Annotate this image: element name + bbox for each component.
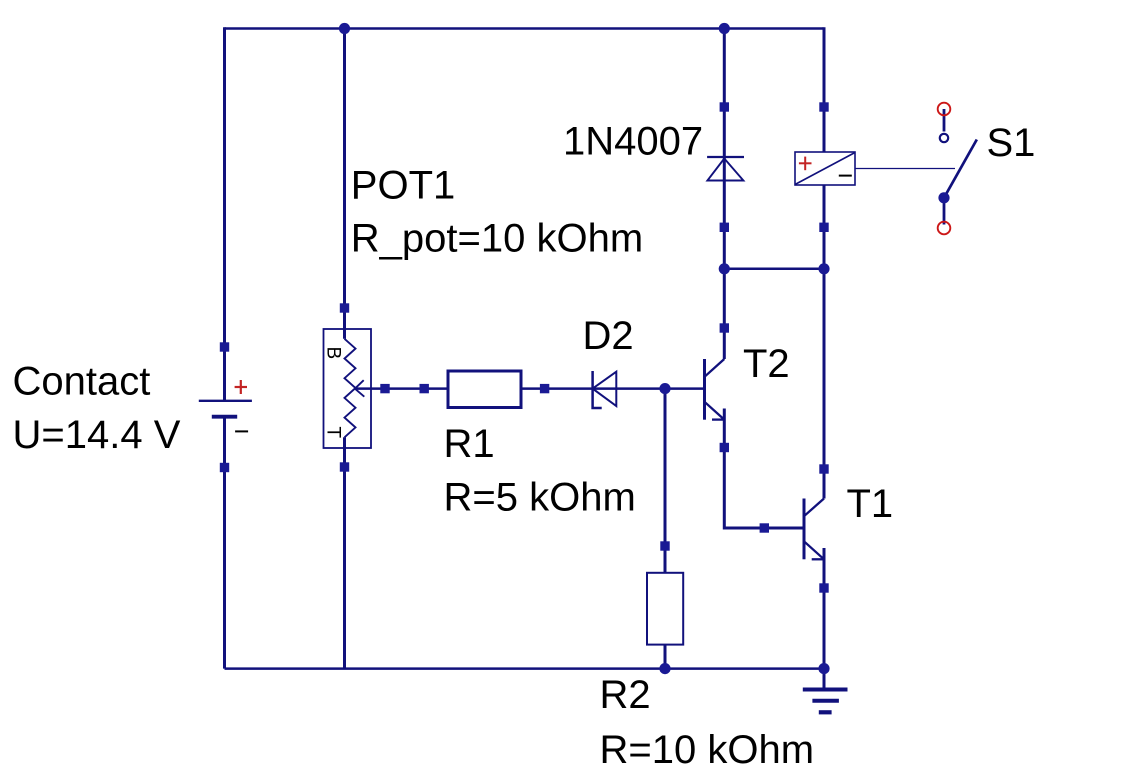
svg-text:T2: T2 bbox=[743, 342, 790, 386]
svg-text:S1: S1 bbox=[987, 121, 1036, 165]
svg-text:D2: D2 bbox=[583, 314, 634, 358]
svg-text:R=5 kOhm: R=5 kOhm bbox=[444, 476, 636, 520]
svg-text:POT1: POT1 bbox=[351, 164, 455, 208]
svg-text:R2: R2 bbox=[600, 673, 651, 717]
svg-text:T1: T1 bbox=[847, 482, 894, 526]
svg-text:U=14.4 V: U=14.4 V bbox=[13, 413, 181, 457]
svg-text:R=10 kOhm: R=10 kOhm bbox=[600, 728, 815, 771]
svg-text:1N4007: 1N4007 bbox=[563, 120, 703, 164]
svg-text:B: B bbox=[323, 347, 344, 360]
svg-text:Contact: Contact bbox=[13, 360, 151, 404]
svg-text:R_pot=10 kOhm: R_pot=10 kOhm bbox=[351, 217, 643, 261]
svg-text:R1: R1 bbox=[444, 422, 495, 466]
svg-text:T: T bbox=[323, 427, 344, 439]
